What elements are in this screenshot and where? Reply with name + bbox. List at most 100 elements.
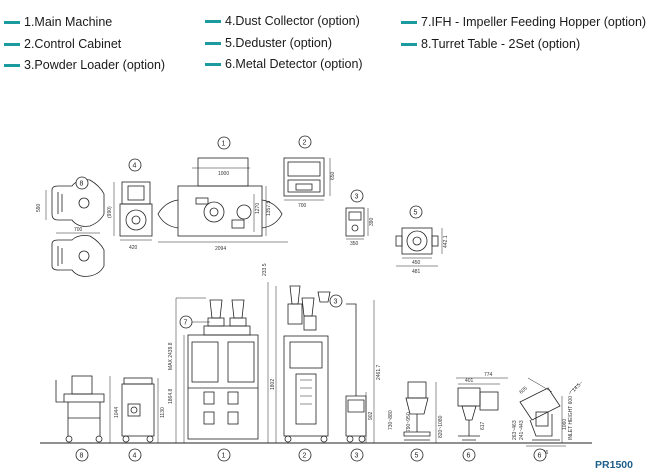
model-code: PR1500 <box>595 459 633 471</box>
marker-4-elev <box>128 448 142 462</box>
inlet-height-label: INLET HEIGHT 600 ~ <box>568 392 574 440</box>
dim-401: 401 <box>465 378 474 384</box>
legend: 1.Main Machine 2.Control Cabinet 3.Powde… <box>0 0 646 80</box>
dim-1060: 1060 <box>562 419 568 430</box>
dim-605: 605 <box>518 385 528 395</box>
legend-swatch <box>4 63 20 67</box>
marker-5-plan <box>409 205 423 219</box>
marker-1-plan-label: 1 <box>222 141 226 148</box>
marker-2-elev-label: 2 <box>303 453 307 460</box>
dim-350: 350 <box>350 241 359 247</box>
legend-item-turret-table: 8.Turret Table - 2Set (option) <box>401 37 580 51</box>
marker-3-plan <box>350 189 364 203</box>
dim-263: 263~463 <box>512 420 518 440</box>
legend-item-metal-detector: 6.Metal Detector (option) <box>205 57 363 71</box>
dim-730: 730~880 <box>388 410 394 430</box>
marker-6-elev-side-label: 6 <box>538 453 542 460</box>
dim-1044: 1044 <box>114 407 120 418</box>
elev-powder-loader <box>345 300 375 443</box>
dim-1357: 1357.5 <box>266 200 272 216</box>
marker-6-elev-side <box>533 448 547 462</box>
legend-label: 6.Metal Detector (option) <box>225 57 363 71</box>
plan-dust-collector <box>113 181 153 241</box>
dim-2439: MAX 2439.8 <box>168 342 174 370</box>
dim-2094: 2094 <box>215 246 226 252</box>
marker-8-plan <box>75 176 89 190</box>
marker-2-plan <box>298 135 312 149</box>
dim-774: 774 <box>484 372 493 378</box>
marker-8-elev-label: 8 <box>80 453 84 460</box>
marker-1-plan <box>217 136 231 150</box>
legend-item-deduster: 5.Deduster (option) <box>205 36 332 50</box>
legend-label: 1.Main Machine <box>24 15 113 29</box>
legend-item-ifh: 7.IFH - Impeller Feeding Hopper (option) <box>401 15 646 29</box>
dim-590: 590 <box>36 203 42 212</box>
marker-2-elev <box>298 448 312 462</box>
legend-label: 2.Control Cabinet <box>24 37 122 51</box>
dim-650: 650 <box>330 171 336 180</box>
dim-790: 790~950 <box>406 412 412 432</box>
marker-3-elev <box>350 448 364 462</box>
dim-990: (990) <box>107 206 113 218</box>
dim-1270: 1270 <box>255 203 261 214</box>
legend-swatch <box>401 42 417 46</box>
marker-6-elev <box>462 448 476 462</box>
marker-3-elev-label: 3 <box>355 453 359 460</box>
legend-swatch <box>4 42 20 46</box>
marker-8-plan-label: 8 <box>80 181 84 188</box>
plan-main-machine <box>157 157 288 243</box>
dim-1864: 1864.8 <box>168 388 174 404</box>
dim-angle: 14.5~ <box>571 380 584 393</box>
elev-deduster <box>403 381 437 443</box>
elev-metal-detector <box>456 377 508 441</box>
marker-1-elev-label: 1 <box>222 453 226 460</box>
plan-turret-table <box>45 179 105 277</box>
legend-swatch <box>401 20 417 24</box>
marker-5-plan-label: 5 <box>414 210 418 217</box>
elev-dust-collector <box>121 377 159 443</box>
elev-turret-table <box>55 375 111 443</box>
dim-2461: 2461.7 <box>376 364 382 380</box>
dim-1802: 1802 <box>270 379 276 390</box>
plan-control-cabinet <box>283 157 331 201</box>
dim-902: 902 <box>368 411 374 420</box>
dim-420: 420 <box>129 245 138 251</box>
dim-700-turret: 700 <box>74 227 83 233</box>
dim-241: 241~443 <box>519 420 525 440</box>
legend-item-dust-collector: 4.Dust Collector (option) <box>205 14 360 28</box>
legend-label: 8.Turret Table - 2Set (option) <box>421 37 581 51</box>
dim-450: 450 <box>412 260 421 266</box>
legend-swatch <box>4 20 20 24</box>
legend-item-control-cabinet: 2.Control Cabinet <box>4 37 121 51</box>
legend-label: 4.Dust Collector (option) <box>225 14 360 28</box>
legend-label: 3.Powder Loader (option) <box>24 58 166 72</box>
legend-item-main-machine: 1.Main Machine <box>4 15 112 29</box>
marker-4-elev-label: 4 <box>133 453 137 460</box>
legend-item-powder-loader: 3.Powder Loader (option) <box>4 58 165 72</box>
dim-1130: 1130 <box>160 407 166 418</box>
dim-617: 617 <box>480 421 486 430</box>
marker-6-elev-label: 6 <box>467 453 471 460</box>
dim-442: 442.1 <box>443 235 449 248</box>
dim-481: 481 <box>412 269 421 275</box>
legend-label: 7.IFH - Impeller Feeding Hopper (option) <box>421 15 646 29</box>
dim-820: 820~1080 <box>438 415 444 438</box>
elev-metal-detector-side <box>519 377 579 447</box>
plan-deduster <box>395 227 443 267</box>
marker-1-elev <box>217 448 231 462</box>
marker-5-elev <box>410 448 424 462</box>
legend-swatch <box>205 62 221 66</box>
dim-390: 390 <box>369 217 375 226</box>
marker-4-plan <box>128 158 142 172</box>
marker-4-plan-label: 4 <box>133 163 137 170</box>
marker-8-elev <box>75 448 89 462</box>
dim-1000: 1000 <box>218 171 229 177</box>
plan-powder-loader <box>345 207 369 240</box>
elev-main-machine <box>175 297 259 443</box>
marker-3-elev-top <box>329 294 343 308</box>
marker-2-plan-label: 2 <box>303 140 307 147</box>
marker-5-elev-label: 5 <box>415 453 419 460</box>
dim-233: 233.5 <box>262 263 268 276</box>
marker-3-plan-label: 3 <box>355 194 359 201</box>
